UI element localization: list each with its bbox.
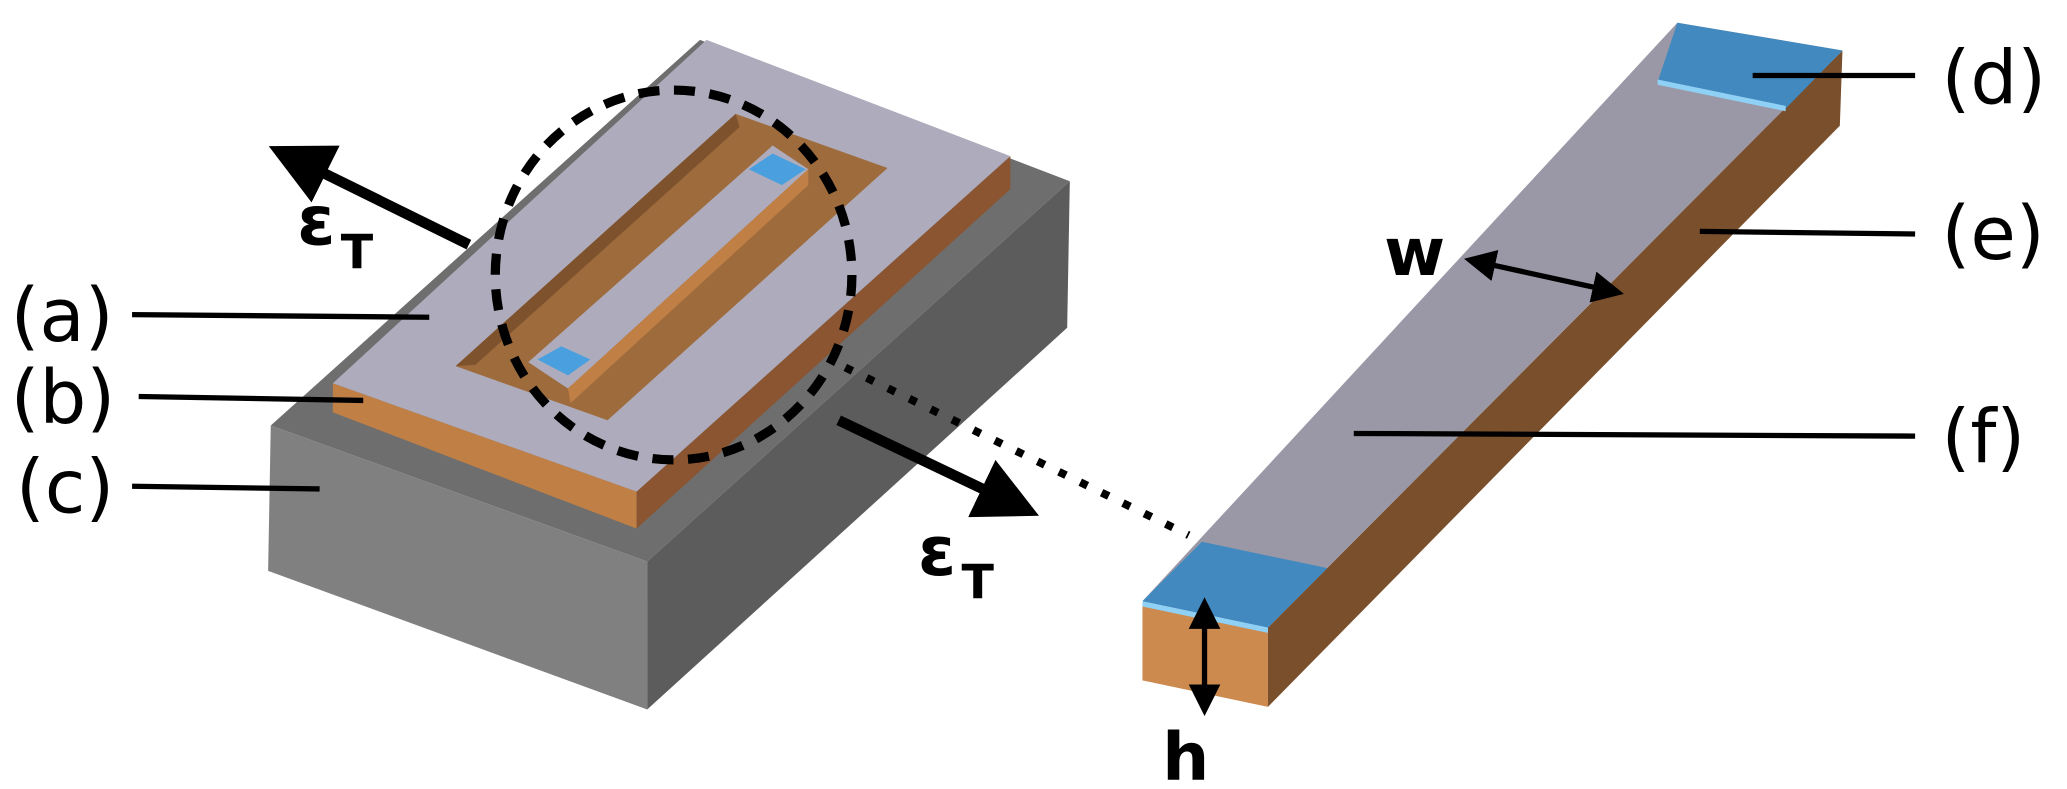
label-d: (d) [1942, 35, 2047, 121]
strain-arrow-left [268, 145, 472, 250]
label-a: (a) [11, 273, 114, 359]
strain-label-left: ε [297, 182, 335, 262]
label-b: (b) [11, 355, 116, 441]
width-label: w [1384, 214, 1445, 291]
contact-pad [1657, 22, 1843, 109]
label-c: (c) [16, 445, 114, 531]
strain-label-right: ε [918, 512, 956, 592]
contact-pad [748, 153, 806, 186]
strain-subscript-left: T [341, 225, 374, 280]
label-e: (e) [1942, 191, 2045, 277]
contact-pad [537, 346, 591, 376]
sensor-layer [332, 39, 1011, 529]
zoom-region-circle [490, 85, 857, 465]
strain-arrow-right [836, 415, 1039, 518]
beam-detail [1142, 22, 1843, 707]
contact-pad [1142, 541, 1328, 628]
zoom-connector-line [843, 363, 1191, 539]
strain-subscript-right: T [962, 556, 995, 611]
height-label: h [1162, 719, 1209, 789]
leader-lines [132, 72, 1916, 492]
width-arrow [1464, 250, 1624, 303]
label-f: (f) [1942, 395, 2026, 481]
